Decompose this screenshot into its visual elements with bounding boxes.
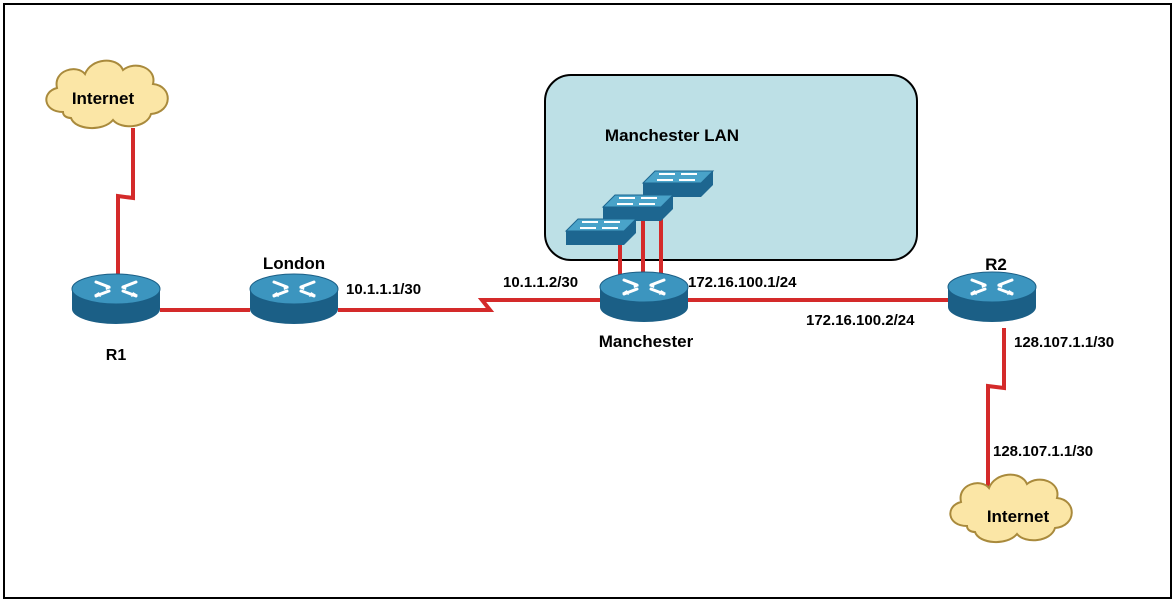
internet-top-label: Internet [72,89,135,108]
router-icon [598,270,690,324]
router-icon [70,272,162,326]
router-icon [248,272,340,326]
switch-icon [565,218,637,246]
address-internet-wan: 128.107.1.1/30 [993,443,1093,460]
address-r2-wan: 128.107.1.1/30 [1014,334,1114,351]
address-london-serial: 10.1.1.1/30 [346,281,421,298]
address-manchester-lan-side: 172.16.100.1/24 [688,274,797,291]
link-r2-internet [986,328,1006,488]
router-r2-label: R2 [985,255,1007,274]
router-london-label: London [263,254,325,273]
router-r1-label: R1 [106,347,127,364]
diagram-frame [3,3,1172,599]
lan-label: Manchester LAN [605,126,739,145]
switch-icon [642,170,714,198]
switch-icon [602,194,674,222]
address-manchester-serial: 10.1.1.2/30 [503,274,578,291]
link-internet-r1 [116,128,135,282]
internet-bottom-label: Internet [987,507,1050,526]
address-r2-lan-side: 172.16.100.2/24 [806,312,915,329]
router-manchester-label: Manchester [599,332,694,351]
link-london-manchester [338,298,600,312]
router-icon [946,270,1038,324]
